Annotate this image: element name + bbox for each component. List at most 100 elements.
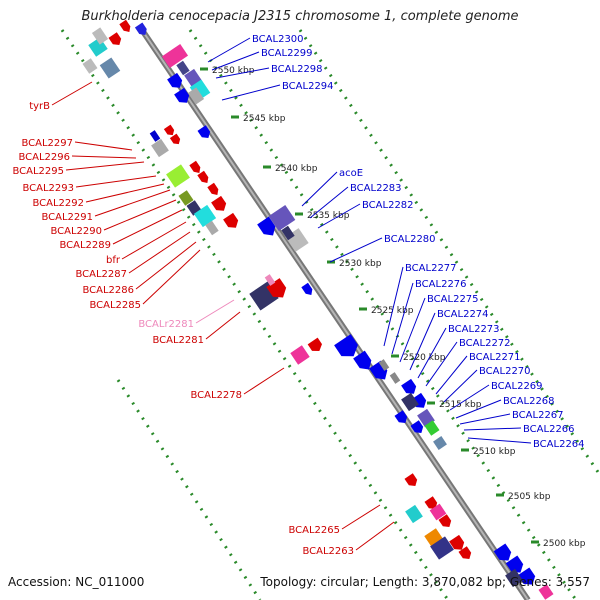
- gene-box-shape: [193, 204, 217, 228]
- gene-box-shape: [429, 503, 447, 521]
- gene-arrow-shape: [197, 170, 209, 183]
- gene-feature-glyph: [176, 60, 190, 76]
- gene-label-reverse[interactable]: BCAL2281: [152, 335, 204, 346]
- label-leader-line: [207, 37, 251, 63]
- gene-label-forward[interactable]: BCAL2272: [459, 338, 511, 349]
- gene-feature-glyph: [108, 32, 122, 45]
- ruler-label: 2510 kbp: [473, 447, 516, 457]
- gene-feature-glyph: [301, 282, 313, 295]
- gene-label-forward[interactable]: BCAL2276: [415, 279, 467, 290]
- gene-label-forward[interactable]: BCAL2266: [523, 424, 575, 435]
- ruler-label: 2535 kbp: [307, 211, 350, 221]
- gene-feature-glyph: [410, 420, 424, 433]
- gene-label-rna[interactable]: BCALr2281: [138, 319, 194, 330]
- gene-label-forward[interactable]: BCAL2298: [271, 64, 323, 75]
- gene-feature-glyph: [197, 170, 209, 183]
- backbone-highlight: [141, 29, 529, 600]
- gene-label-reverse[interactable]: BCAL2263: [302, 546, 354, 557]
- gene-label-forward[interactable]: BCAL2282: [362, 200, 414, 211]
- backbone: [139, 28, 531, 600]
- gene-feature-glyph: [119, 19, 131, 32]
- gene-feature-glyph: [266, 278, 287, 298]
- ruler-label: 2505 kbp: [508, 492, 551, 502]
- gene-label-forward[interactable]: BCAL2283: [350, 183, 402, 194]
- gene-box-shape: [538, 584, 554, 600]
- gene-arrow-shape: [401, 378, 417, 394]
- gene-label-reverse[interactable]: BCAL2295: [12, 166, 64, 177]
- gene-feature-glyph: [334, 334, 358, 357]
- gene-label-forward[interactable]: BCAL2271: [469, 352, 521, 363]
- gene-label-reverse[interactable]: tyrB: [29, 101, 50, 112]
- gene-box-shape: [424, 420, 440, 436]
- gene-label-reverse[interactable]: BCAL2292: [32, 198, 84, 209]
- gene-label-forward[interactable]: BCAL2264: [533, 439, 585, 450]
- gene-label-forward[interactable]: BCAL2275: [427, 294, 479, 305]
- gene-arrow-shape: [458, 546, 472, 559]
- gene-feature-glyph: [307, 337, 322, 351]
- gene-feature-glyph: [91, 27, 109, 45]
- gene-label-reverse[interactable]: BCAL2285: [89, 300, 141, 311]
- gene-feature-glyph: [405, 504, 423, 524]
- label-leader-line: [391, 282, 414, 355]
- accession-text: Accession: NC_011000: [8, 575, 145, 589]
- gene-feature-glyph: [193, 204, 217, 228]
- label-leader-line: [51, 81, 93, 106]
- gene-box-shape: [91, 27, 109, 45]
- label-leader-line: [211, 51, 260, 71]
- gene-feature-glyph: [189, 79, 211, 101]
- gene-feature-glyph: [211, 195, 227, 211]
- label-leader-line: [205, 311, 241, 340]
- gene-label-reverse[interactable]: BCAL2290: [50, 226, 102, 237]
- gene-box-shape: [378, 359, 390, 371]
- gene-label-forward[interactable]: BCAL2274: [437, 309, 489, 320]
- gene-box-shape: [187, 87, 205, 105]
- gene-label-forward[interactable]: acoE: [339, 168, 363, 179]
- gene-box-shape: [405, 504, 423, 524]
- gene-box-shape: [290, 345, 310, 365]
- gene-feature-glyph: [429, 503, 447, 521]
- label-leader-line: [467, 437, 532, 444]
- gene-label-forward[interactable]: BCAL2269: [491, 381, 543, 392]
- label-leader-line: [221, 84, 281, 101]
- label-leader-line: [455, 399, 502, 419]
- gene-label-forward[interactable]: BCAL2273: [448, 324, 500, 335]
- gene-label-reverse[interactable]: BCAL2289: [59, 240, 111, 251]
- genome-title: Burkholderia cenocepacia J2315 chromosom…: [81, 9, 519, 24]
- gene-label-reverse[interactable]: BCAL2297: [21, 138, 73, 149]
- gene-label-reverse[interactable]: BCAL2296: [18, 152, 70, 163]
- label-leader-line: [112, 209, 183, 245]
- gene-feature-glyph: [134, 22, 147, 35]
- gene-label-forward[interactable]: BCAL2268: [503, 396, 555, 407]
- gene-label-forward[interactable]: BCAL2267: [512, 410, 564, 421]
- gene-feature-glyph: [187, 87, 205, 105]
- label-leader-line: [425, 341, 458, 387]
- gene-label-reverse[interactable]: BCAL2265: [288, 525, 340, 536]
- gene-label-forward[interactable]: BCAL2300: [252, 34, 304, 45]
- gene-feature-glyph: [163, 124, 175, 136]
- gene-box-shape: [433, 436, 447, 450]
- gene-label-reverse[interactable]: BCAL2293: [22, 183, 74, 194]
- gene-label-forward[interactable]: BCAL2280: [384, 234, 436, 245]
- label-leader-line: [329, 237, 383, 263]
- ruler-label: 2540 kbp: [275, 164, 318, 174]
- gene-label-forward[interactable]: BCAL2277: [405, 263, 457, 274]
- gene-label-reverse[interactable]: BCAL2286: [82, 285, 134, 296]
- gene-label-reverse[interactable]: BCAL2287: [75, 269, 127, 280]
- label-leader-line: [75, 175, 157, 188]
- gene-label-forward[interactable]: BCAL2270: [479, 366, 531, 377]
- gene-feature-glyph: [99, 57, 121, 79]
- gene-feature-glyph: [404, 473, 418, 486]
- gene-label-reverse[interactable]: BCAL2278: [190, 390, 242, 401]
- gene-box-shape: [268, 204, 296, 232]
- gene-arrow-shape: [257, 216, 276, 236]
- gene-label-forward[interactable]: BCAL2299: [261, 48, 313, 59]
- gene-feature-glyph: [207, 182, 219, 195]
- gene-features: [82, 19, 554, 600]
- label-leader-line: [94, 189, 171, 217]
- gene-label-reverse[interactable]: BCAL2291: [41, 212, 93, 223]
- gene-feature-glyph: [493, 543, 512, 561]
- label-leader-line: [74, 141, 133, 151]
- gene-label-reverse[interactable]: bfr: [106, 255, 121, 266]
- gene-label-forward[interactable]: BCAL2294: [282, 81, 334, 92]
